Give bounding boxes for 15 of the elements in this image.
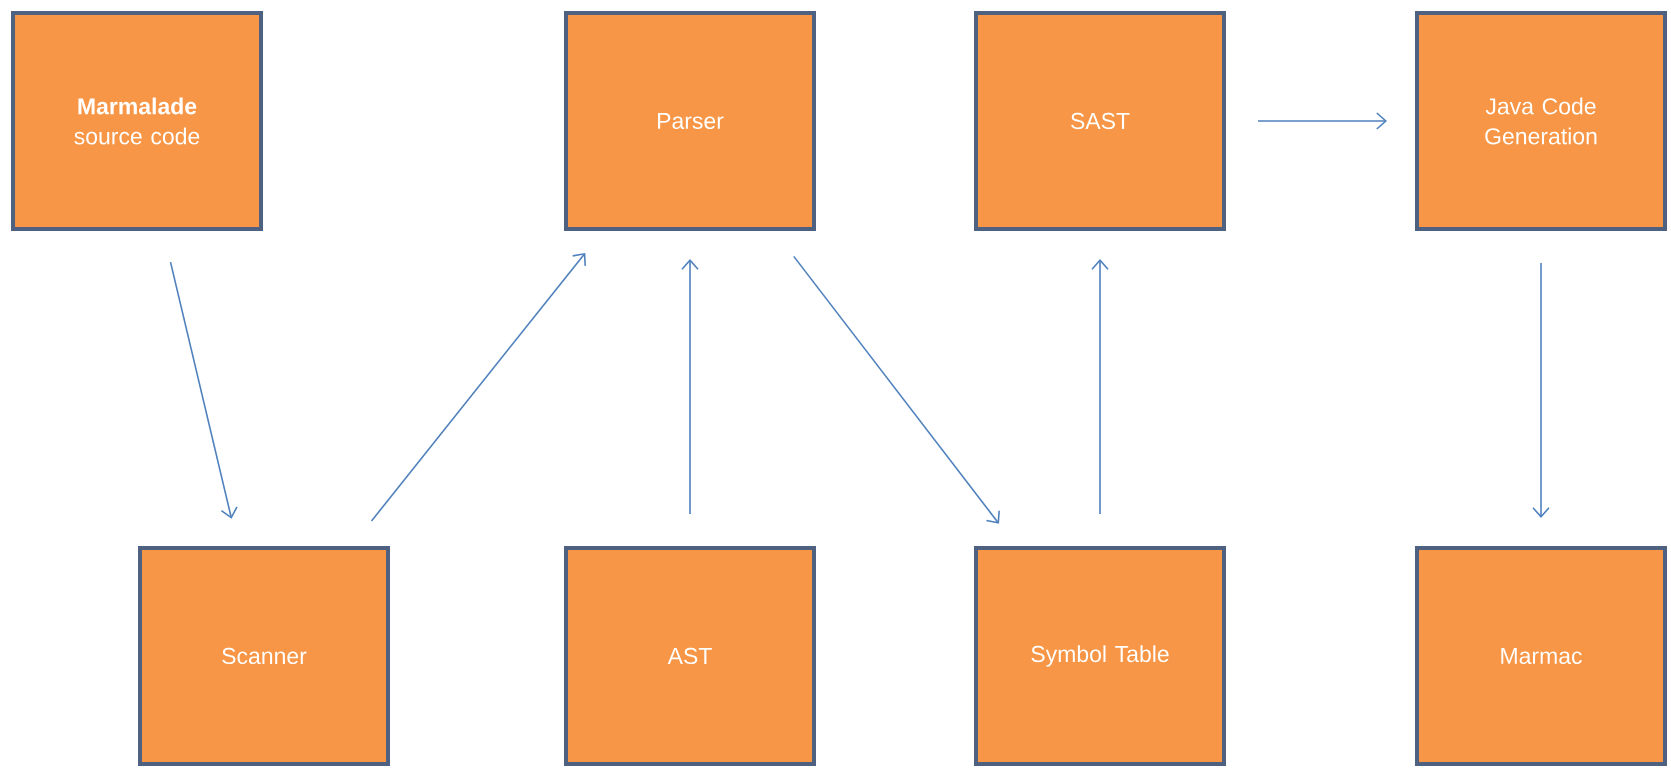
process-box: Scanner — [138, 546, 390, 766]
process-box: Marmalade source code — [11, 11, 263, 231]
process-box: Java Code Generation — [1415, 11, 1667, 231]
arrow — [370, 252, 586, 522]
arrow — [169, 261, 238, 519]
process-box: Marmac — [1415, 546, 1667, 766]
process-box: AST — [564, 546, 816, 766]
arrow — [1091, 259, 1109, 515]
process-box: SAST — [974, 11, 1226, 231]
arrow — [792, 255, 1000, 524]
process-box: Parser — [564, 11, 816, 231]
arrow — [1257, 112, 1387, 130]
arrow — [1532, 262, 1550, 518]
arrow — [681, 259, 699, 515]
process-box: Symbol Table — [974, 546, 1226, 766]
